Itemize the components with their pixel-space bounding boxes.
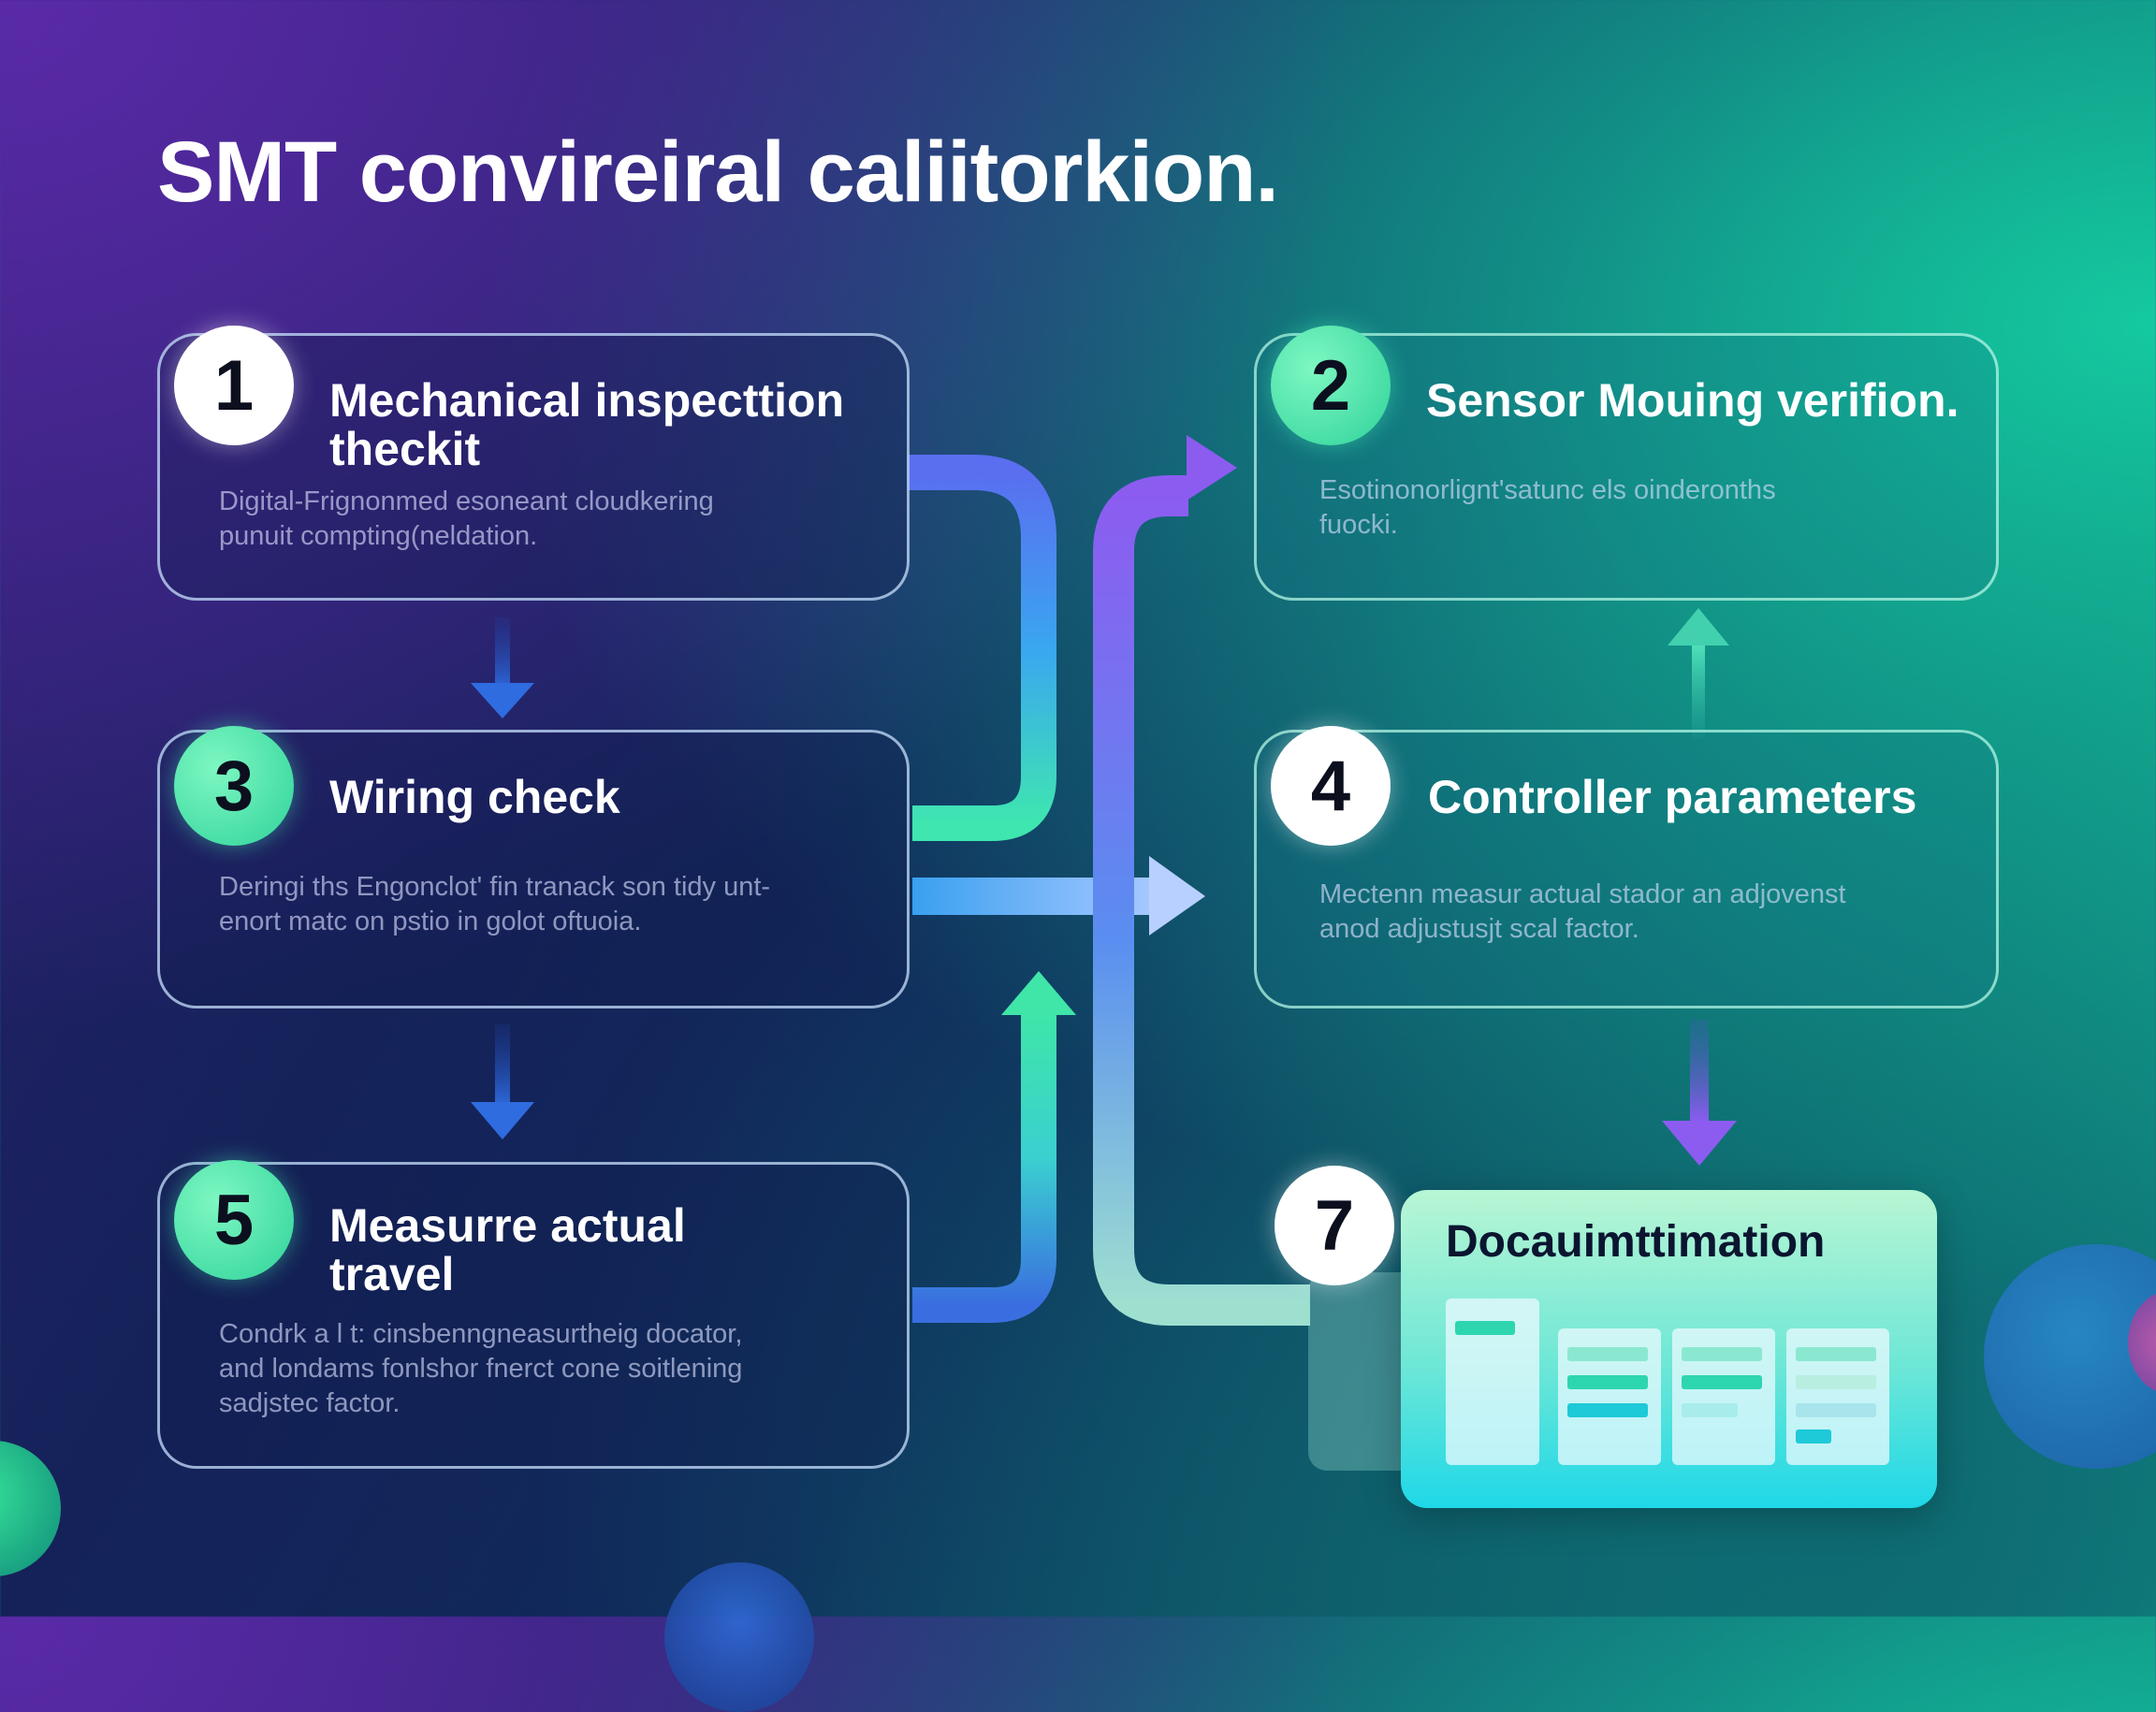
arrow-1-to-3: [471, 617, 534, 718]
step-title-5: Measurre actual travel: [329, 1199, 686, 1300]
doc-panel-col-2: [1672, 1328, 1775, 1465]
step-badge-1: 1: [174, 326, 294, 445]
doc-bar: [1682, 1375, 1762, 1389]
step-title-7: Docauimttimation: [1446, 1217, 1826, 1267]
step-title-3: Wiring check: [329, 771, 620, 823]
step-desc-5: Condrk a l t: cinsbenngneasurtheig docat…: [219, 1319, 743, 1418]
arrow-4-to-7: [1662, 1020, 1737, 1166]
doc-bar: [1567, 1403, 1648, 1417]
step-desc-1: Digital-Frignonmed esoneant cloudkering …: [219, 486, 714, 551]
step-desc-4: Mectenn measur actual stador an adjovens…: [1319, 879, 1846, 944]
doc-bar: [1682, 1403, 1738, 1417]
connector-5-up-loop: [912, 971, 1076, 1323]
doc-bar: [1796, 1403, 1876, 1417]
step-title-4: Controller parameters: [1428, 771, 1917, 823]
flow-connectors: [471, 435, 1737, 1326]
step-card-7: Docauimttimation: [1401, 1190, 1937, 1508]
doc-panel-col-3: [1786, 1328, 1889, 1465]
doc-bar: [1567, 1347, 1648, 1361]
doc-panel-col-1: [1558, 1328, 1661, 1465]
decor-circle-right: [1984, 1244, 2156, 1469]
arrow-3-to-5: [471, 1024, 534, 1139]
step-badge-5: 5: [174, 1160, 294, 1280]
doc-panel-sidebar: [1446, 1299, 1539, 1465]
doc-bar: [1796, 1347, 1876, 1361]
step-desc-2: Esotinonorlignt'satunc els oinderonths f…: [1319, 475, 1776, 540]
doc-bar: [1455, 1321, 1515, 1335]
arrow-4-to-2: [1668, 608, 1729, 739]
step-title-1: Mechanical inspecttion theckit: [329, 374, 845, 475]
step-badge-4: 4: [1271, 726, 1391, 846]
page-title: SMT convireiral caliitorkion.: [157, 124, 1279, 220]
connector-1-to-3-loop: [908, 455, 1056, 841]
step-title-2: Sensor Mouing verifion.: [1426, 374, 1959, 427]
step-badge-2: 2: [1271, 326, 1391, 445]
step-badge-7: 7: [1275, 1166, 1394, 1285]
arrow-3-to-4: [912, 856, 1205, 936]
doc-bar: [1796, 1375, 1876, 1389]
step-badge-3: 3: [174, 726, 294, 846]
doc-bar: [1796, 1429, 1831, 1444]
doc-bar: [1682, 1347, 1762, 1361]
connector-7-to-2: [1093, 435, 1310, 1326]
doc-bar: [1567, 1375, 1648, 1389]
step-desc-3: Deringi ths Engonclot' fin tranack son t…: [219, 872, 771, 936]
